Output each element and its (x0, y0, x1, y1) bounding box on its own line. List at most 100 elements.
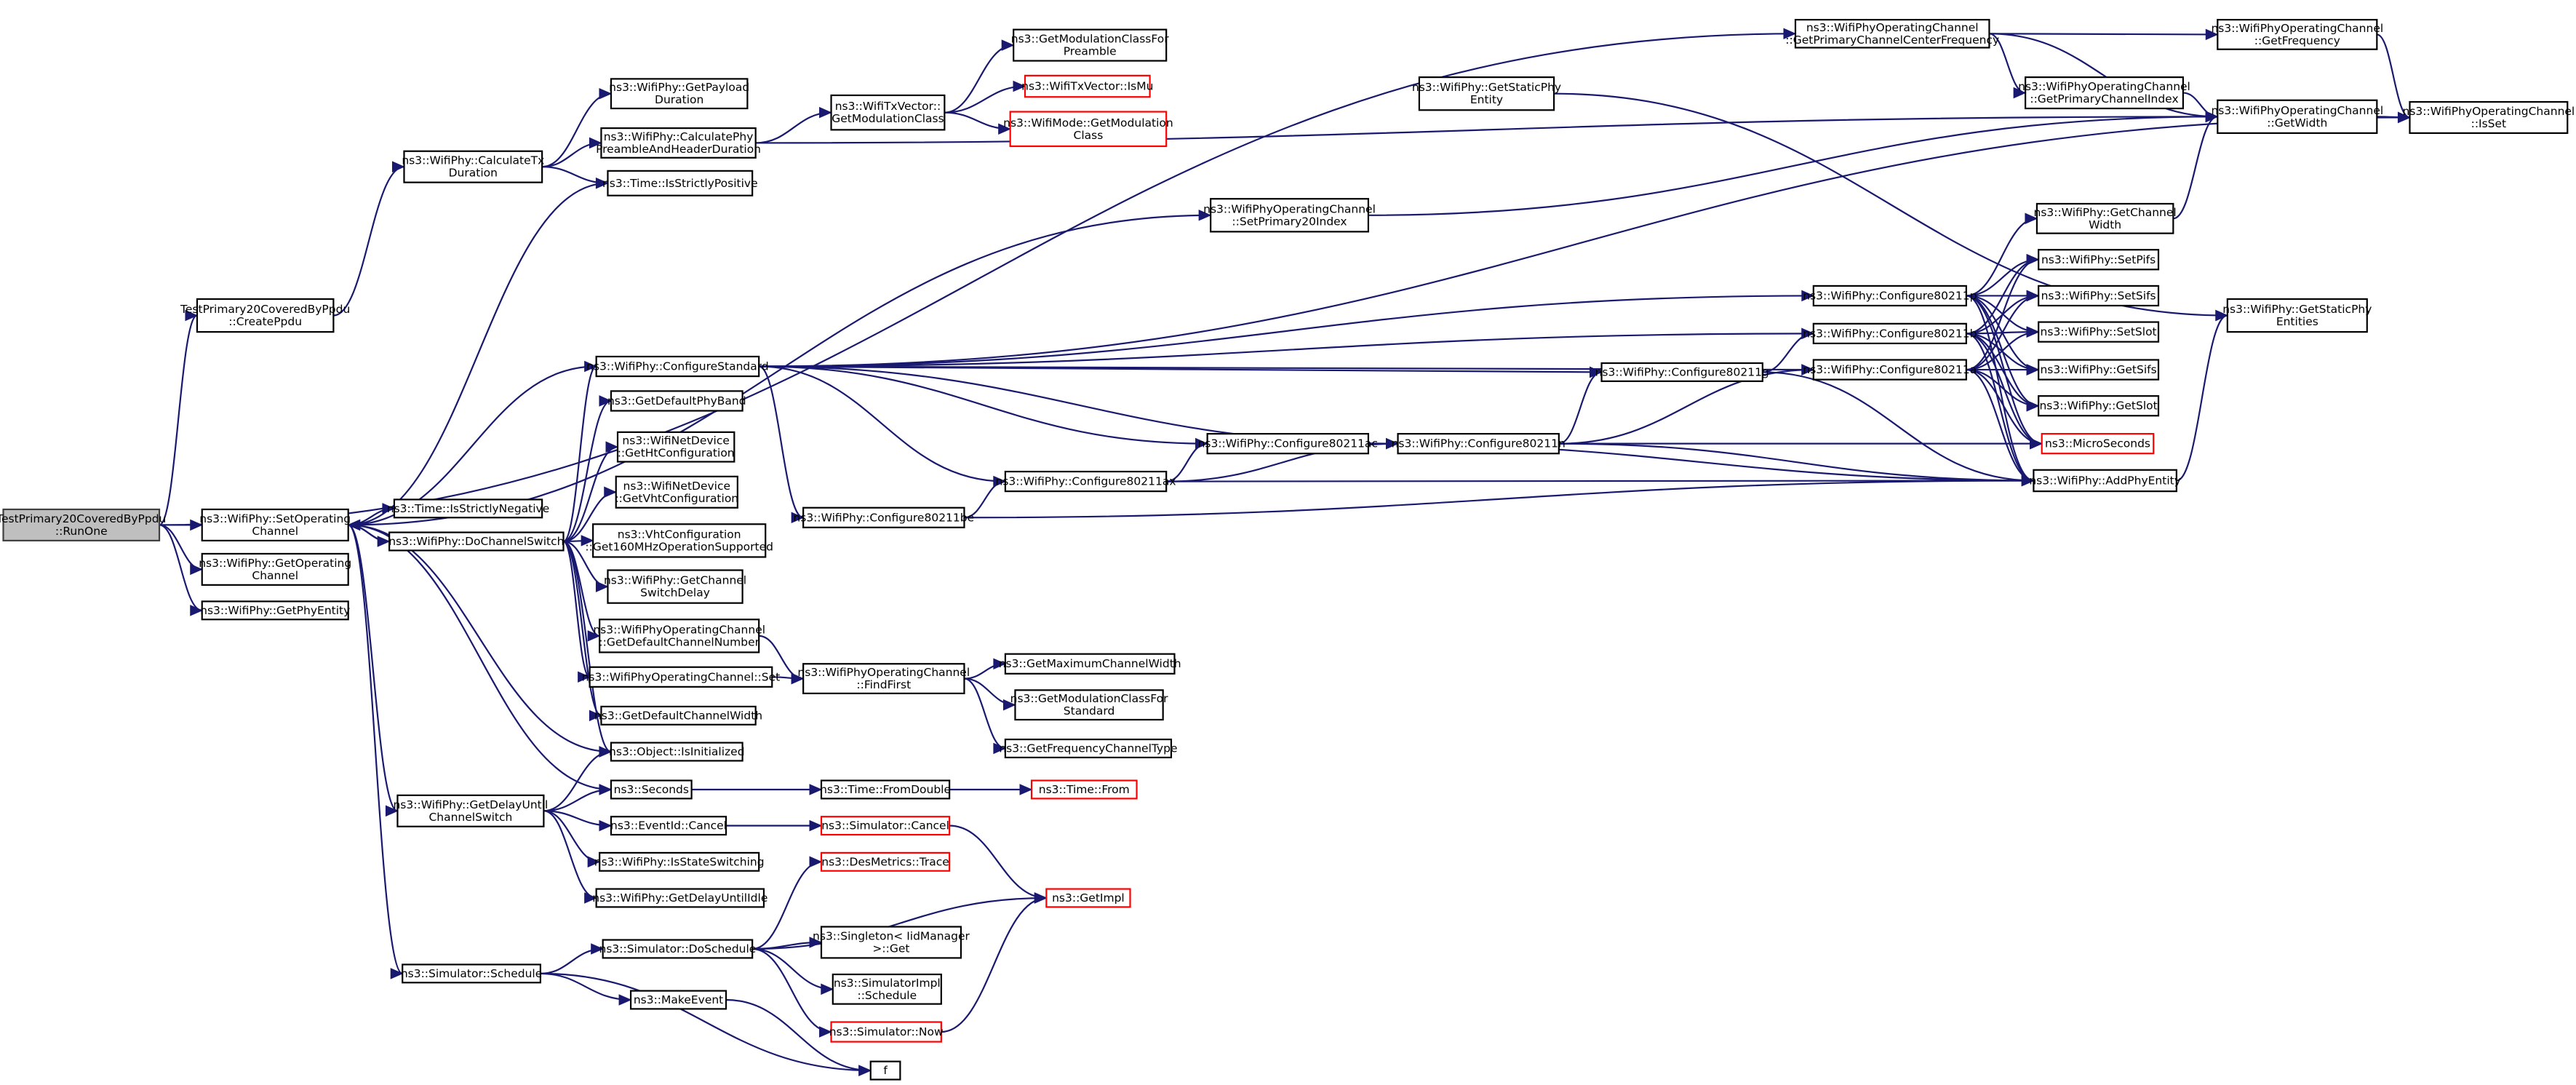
node-timefrom[interactable]: ns3::Time::From (1030, 779, 1138, 800)
node-implsched[interactable]: ns3::SimulatorImpl::Schedule (832, 973, 942, 1005)
node-c11ax[interactable]: ns3::WifiPhy::Configure80211ax (996, 470, 1176, 493)
node-isset[interactable]: ns3::WifiPhyOperatingChannel::IsSet (2403, 100, 2575, 134)
edge-c11n-to-c11g (1558, 371, 1602, 445)
node-primidx[interactable]: ns3::WifiPhyOperatingChannel::GetPrimary… (2018, 76, 2190, 110)
node-defchw[interactable]: ns3::GetDefaultChannelWidth (594, 705, 762, 726)
node-setslot[interactable]: ns3::WifiPhy::SetSlot (2038, 321, 2160, 343)
node-doschedule[interactable]: ns3::Simulator::DoSchedule (599, 939, 757, 959)
node-label: ns3::WifiPhyOperatingChannel (2211, 104, 2383, 117)
arrowhead-icon (2215, 309, 2229, 322)
node-createppdu[interactable]: TestPrimary20CoveredByPpdu::CreatePpdu (180, 298, 350, 333)
node-strictpos[interactable]: ns3::Time::IsStrictlyPositive (602, 170, 758, 196)
node-c11g[interactable]: ns3::WifiPhy::Configure80211g (1595, 362, 1769, 382)
node-primcenter[interactable]: ns3::WifiPhyOperatingChannel::GetPrimary… (1785, 18, 1999, 49)
node-findfirst[interactable]: ns3::WifiPhyOperatingChannel::FindFirst (797, 663, 970, 694)
node-c11p[interactable]: ns3::WifiPhy::Configure80211p (1803, 285, 1977, 307)
node-evcancel[interactable]: ns3::EventId::Cancel (610, 816, 727, 836)
node-fromdouble[interactable]: ns3::Time::FromDouble (820, 779, 951, 800)
node-singleton[interactable]: ns3::Singleton< IidManager>::Get (813, 926, 970, 959)
node-setprim20[interactable]: ns3::WifiPhyOperatingChannel::SetPrimary… (1203, 198, 1376, 233)
edge-layer (159, 28, 2411, 1076)
node-simsched[interactable]: ns3::Simulator::Schedule (401, 963, 542, 984)
node-setsifs[interactable]: ns3::WifiPhy::SetSifs (2038, 285, 2160, 307)
node-opset[interactable]: ns3::WifiPhyOperatingChannel::Set (582, 666, 781, 688)
edge-cfgstd-to-setopch (348, 365, 597, 526)
arrowhead-icon (809, 937, 823, 948)
arrowhead-icon (599, 395, 613, 407)
node-getphyent[interactable]: ns3::WifiPhy::GetPhyEntity (200, 600, 350, 621)
node-c11ac[interactable]: ns3::WifiPhy::Configure80211ac (1198, 433, 1378, 455)
arrowhead-icon (347, 519, 361, 531)
node-label: ns3::WifiPhy::GetChannel (604, 574, 746, 587)
node-box (802, 506, 965, 528)
node-addphy[interactable]: ns3::WifiPhy::AddPhyEntity (2029, 469, 2181, 493)
node-defband[interactable]: ns3::GetDefaultPhyBand (607, 390, 746, 412)
node-getimpl[interactable]: ns3::GetImpl (1045, 888, 1131, 908)
node-maxchw[interactable]: ns3::GetMaximumChannelWidth (999, 653, 1181, 675)
node-c11b[interactable]: ns3::WifiPhy::Configure80211b (1803, 322, 1977, 345)
node-micro[interactable]: ns3::MicroSeconds (2041, 433, 2155, 455)
node-vhtcfg[interactable]: ns3::WifiNetDevice::GetVhtConfiguration (615, 475, 738, 509)
node-getslot[interactable]: ns3::WifiPhy::GetSlot (2038, 395, 2160, 417)
edge-c11p-to-addphy (1966, 295, 2034, 482)
node-cfgstd[interactable]: ns3::WifiPhy::ConfigureStandard (586, 355, 769, 378)
node-simnow[interactable]: ns3::Simulator::Now (829, 1021, 944, 1043)
node-setpifs[interactable]: ns3::WifiPhy::SetPifs (2038, 249, 2160, 271)
node-modemod[interactable]: ns3::WifiMode::GetModulationClass (1003, 111, 1173, 148)
arrowhead-icon (791, 672, 805, 685)
node-label: ns3::WifiPhyOperatingChannel (2018, 80, 2190, 93)
node-getfreq[interactable]: ns3::WifiPhyOperatingChannel::GetFrequen… (2211, 18, 2383, 50)
node-htcfg[interactable]: ns3::WifiNetDevice::GetHtConfiguration (616, 431, 735, 463)
node-label: Standard (1064, 704, 1115, 718)
node-c11be[interactable]: ns3::WifiPhy::Configure80211be (793, 506, 974, 528)
node-freqtype[interactable]: ns3::GetFrequencyChannelType (999, 738, 1177, 759)
node-simcancel[interactable]: ns3::Simulator::Cancel (820, 816, 951, 836)
node-delayidle[interactable]: ns3::WifiPhy::GetDelayUntilIdle (592, 888, 767, 908)
node-box (832, 973, 942, 1005)
node-label: Class (1074, 129, 1104, 142)
node-runone[interactable]: TestPrimary20CoveredByPpdu::RunOne (0, 508, 166, 541)
edge-runone-to-createppdu (159, 314, 198, 526)
node-preamble[interactable]: ns3::WifiPhy::CalculatePhyPreambleAndHea… (596, 127, 761, 159)
node-label: ::SetPrimary20Index (1232, 215, 1347, 228)
node-getwidth[interactable]: ns3::WifiPhyOperatingChannel::GetWidth (2211, 99, 2383, 134)
node-get160[interactable]: ns3::VhtConfiguration::Get160MHzOperatio… (585, 523, 773, 558)
node-stateswitch[interactable]: ns3::WifiPhy::IsStateSwitching (594, 851, 765, 872)
node-box (1812, 359, 1967, 381)
arrowhead-icon (2026, 253, 2040, 266)
node-getsifs[interactable]: ns3::WifiPhy::GetSifs (2038, 359, 2160, 381)
node-seconds[interactable]: ns3::Seconds (610, 779, 693, 800)
node-dochsw[interactable]: ns3::WifiPhy::DoChannelSwitch (388, 531, 565, 552)
node-defchnum[interactable]: ns3::WifiPhyOperatingChannel::GetDefault… (593, 619, 765, 653)
node-label: ns3::WifiPhy::GetStaticPhy (2222, 303, 2372, 316)
arrowhead-icon (2030, 437, 2043, 450)
node-ismu[interactable]: ns3::WifiTxVector::IsMu (1021, 74, 1153, 98)
node-label: ns3::SimulatorImpl (834, 977, 941, 990)
node-box (607, 170, 754, 196)
node-makeevent[interactable]: ns3::MakeEvent (629, 990, 727, 1010)
node-label: ns3::GetModulationClassFor (1011, 33, 1169, 46)
node-box (2025, 76, 2184, 110)
edge-cfgstd-to-c11ax (759, 365, 1005, 482)
arrowhead-icon (819, 1026, 832, 1038)
node-txvecmod[interactable]: ns3::WifiTxVector::GetModulationClass (830, 94, 946, 131)
node-box (2038, 285, 2160, 307)
node-label: ns3::WifiPhy::Configure80211n (1392, 437, 1566, 450)
node-c11n[interactable]: ns3::WifiPhy::Configure80211n (1392, 433, 1566, 455)
node-strictneg[interactable]: ns3::Time::IsStrictlyNegative (387, 498, 549, 519)
node-trace[interactable]: ns3::DesMetrics::Trace (820, 851, 951, 872)
node-isinit[interactable]: ns3::Object::IsInitialized (609, 742, 745, 762)
node-c11a[interactable]: ns3::WifiPhy::Configure80211a (1803, 359, 1977, 381)
node-f[interactable]: f (869, 1060, 901, 1081)
